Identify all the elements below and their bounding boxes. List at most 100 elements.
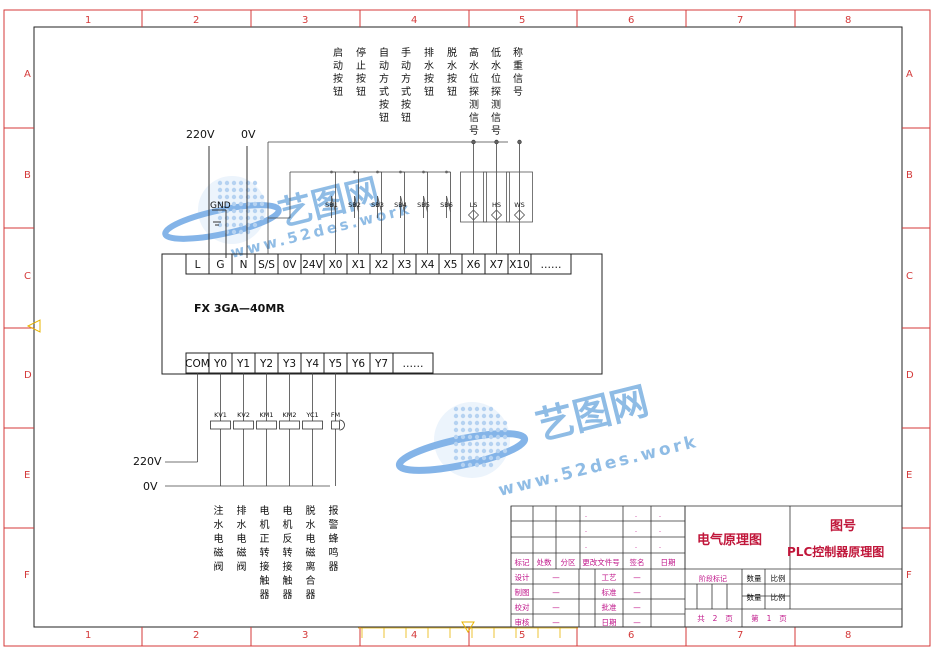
output-description: 电机反转接触器 [283,504,293,601]
row-letter-right: F [906,570,912,581]
input-device-label: SB2 [348,201,361,209]
row-letter-right: E [906,470,912,481]
plc-input-terminal: S/S [258,259,275,271]
plc-model-label: FX 3GA—40MR [194,302,285,315]
title-block-header: 日期 [661,558,676,567]
title-block-sheet-info: 共 [697,614,705,623]
title-block-sheet-info: 2 [713,614,718,623]
plc-input-terminal: G [216,259,224,271]
title-block-role: 标准 [602,587,617,597]
title-block-dash: - [659,514,661,520]
title-block-sheet-info: 页 [779,614,787,623]
input-description: 排水按钮 [424,46,434,98]
relay-coil [210,420,231,430]
plc-input-terminal: X10 [509,259,530,271]
plc-input-terminal: X6 [467,259,481,271]
title-block-header: 签名 [630,557,645,567]
relay-coil [233,420,254,430]
title-block-role: 工艺 [602,573,617,582]
title-block-dash: — [552,618,560,627]
column-number-top: 4 [411,15,417,26]
title-block-dash: - [635,545,637,551]
input-description: 手动方式按钮 [401,46,411,124]
column-number-top: 1 [85,15,91,26]
output-device-label: KV1 [214,411,227,419]
output-device-label: KV2 [237,411,250,419]
plc-input-terminal: 0V [283,259,298,271]
row-letter-left: E [24,470,30,481]
column-number-bottom: 1 [85,630,91,641]
column-number-bottom: 5 [519,630,525,641]
title-block-header: 更改文件号 [582,557,620,567]
column-number-bottom: 3 [302,630,308,641]
title-block-role: 日期 [602,618,617,627]
row-letter-left: A [24,69,31,80]
input-description: 称重信号 [513,46,523,98]
column-number-bottom: 8 [845,630,851,641]
plc-input-terminal: X1 [352,259,366,271]
title-block-dash: — [552,588,560,597]
output-device-label: YC1 [305,411,318,419]
output-description: 脱水电磁离合器 [306,504,316,601]
relay-coil [302,420,323,430]
input-description: 低水位探测信号 [491,46,501,137]
title-block-header: 标记 [515,557,530,567]
output-description: 排水电磁阀 [237,504,247,573]
plc-input-terminal: X5 [444,259,458,271]
output-device-label: FM [331,411,340,419]
title-block-drawing-name: PLC控制器原理图 [787,544,884,559]
supply-bottom-220v-label: 220V [133,455,162,468]
column-number-top: 7 [737,15,743,26]
plc-output-terminal: Y6 [351,358,365,370]
input-device-label: LS [470,201,478,209]
title-block-role: 制图 [515,587,530,597]
plc-output-terminal: Y2 [259,358,273,370]
input-device-label: SB1 [325,201,338,209]
gnd-label: GND [210,201,231,211]
input-device-label: HS [492,201,501,209]
plc-input-terminal: X0 [329,259,343,271]
input-description: 脱水按钮 [447,46,457,98]
title-block-scale-label: 比例 [771,573,786,583]
title-block-scale-label: 比例 [771,592,786,602]
column-number-top: 5 [519,15,525,26]
column-number-bottom: 4 [411,630,417,641]
input-device-label: SB3 [371,201,384,209]
column-number-bottom: 6 [628,630,634,641]
title-block-dash: - [585,545,587,551]
title-block-dash: — [633,618,641,627]
title-block-dash: - [585,529,587,535]
plc-output-terminal: COM [185,358,210,370]
title-block-dash: — [633,588,641,597]
input-description: 停止按钮 [356,46,366,98]
plc-output-terminal: Y0 [213,358,227,370]
relay-coil [279,420,300,430]
title-block-dash: - [585,514,587,520]
title-block-title: 电气原理图 [697,532,762,548]
watermark-globe-2 [395,402,529,478]
plc-input-terminal: X4 [421,259,435,271]
title-block-qty-label: 数量 [747,592,762,602]
title-block-role: 审核 [515,617,530,627]
row-letter-right: A [906,69,913,80]
row-letter-left: D [24,370,32,381]
plc-input-terminal: N [240,259,248,271]
plc-input-terminal: X2 [375,259,389,271]
title-block-role: 校对 [515,602,530,612]
title-block-stage-label: 阶段标记 [699,574,727,583]
watermark-globe-1 [162,176,282,244]
output-description: 报警蜂鸣器 [329,504,339,573]
input-description: 高水位探测信号 [469,46,479,137]
row-letter-left: B [24,170,31,181]
output-device-label: KM2 [282,411,296,419]
plc-input-terminal: 24V [302,259,323,271]
title-block-header: 分区 [561,558,576,567]
title-block-dash: - [659,545,661,551]
input-device-label: SB5 [417,201,430,209]
row-letter-right: B [906,170,913,181]
column-number-top: 6 [628,15,634,26]
output-device-label: KM1 [259,411,273,419]
column-number-top: 3 [302,15,308,26]
